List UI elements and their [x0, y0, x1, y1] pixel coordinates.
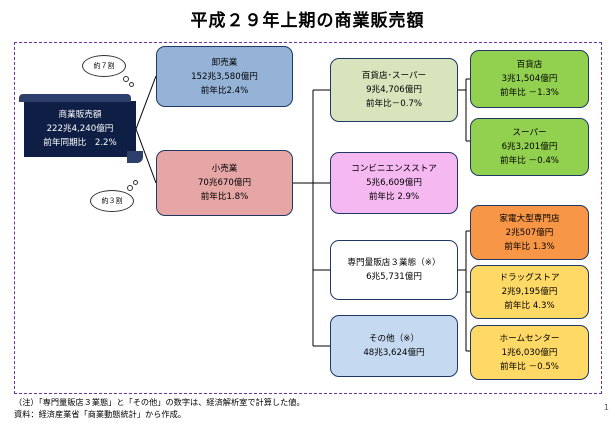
node-label: 百貨店･スーパー — [361, 71, 427, 81]
node-appliance-store: 家電大型専門店 2兆507億円 前年比 1.3% — [470, 205, 589, 260]
node-value: 5兆6,609億円 — [366, 178, 422, 188]
page-title: 平成２９年上期の商業販売額 — [190, 11, 425, 31]
node-label: その他（※） — [368, 334, 420, 344]
diagram-frame — [14, 42, 602, 394]
node-commercial-sales: 商業販売額 222兆4,240億円 前年同期比 2.2% — [19, 94, 143, 163]
node-value: 6兆3,201億円 — [501, 142, 558, 152]
node-label: ホームセンター — [499, 333, 560, 344]
node-label: 卸売業 — [211, 57, 238, 68]
node-change: 前年比 2.9% — [368, 192, 420, 202]
page-number: 1 — [603, 403, 609, 412]
node-label: スーパー — [512, 128, 547, 138]
node-retail: 小売業 70兆670億円 前年比1.8% — [156, 150, 293, 216]
node-value: 6兆5,731億円 — [366, 272, 422, 282]
node-department-store: 百貨店 3兆1,504億円 前年比 －1.3% — [470, 50, 589, 108]
node-change: 前年比 －0.5% — [500, 361, 559, 372]
node-value: 2兆507億円 — [505, 227, 554, 238]
footnote: （注）「専門量販店３業態」と「その他」の数字は、経済解析室で計算した値。 — [14, 397, 305, 407]
node-value: 2兆9,195億円 — [501, 287, 558, 297]
node-label: 家電大型専門店 — [499, 213, 560, 224]
node-change: 前年比 4.3% — [504, 301, 555, 311]
callout-upper-label: 約７割 — [93, 62, 115, 70]
node-value: 152兆3,580億円 — [191, 71, 258, 82]
node-change: 前年比 1.3% — [504, 241, 555, 252]
node-value: 70兆670億円 — [197, 178, 252, 188]
node-specialty: 専門量販店３業態（※） 6兆5,731億円 — [330, 240, 458, 300]
node-value: 48兆3,624億円 — [363, 348, 425, 358]
node-change: 前年比 －1.3% — [500, 88, 559, 98]
node-value: 1兆6,030億円 — [501, 347, 558, 358]
node-other: その他（※） 48兆3,624億円 — [330, 315, 458, 377]
node-label: 商業販売額 — [58, 110, 102, 120]
callout-lower-label: 約３割 — [101, 197, 123, 205]
node-label: ドラッグストア — [499, 273, 560, 283]
node-value: 3兆1,504億円 — [501, 74, 558, 84]
connector-root-retail — [135, 128, 157, 184]
node-home-center: ホームセンター 1兆6,030億円 前年比 －0.5% — [470, 325, 589, 380]
callout-bubble — [123, 76, 129, 82]
source-note: 資料：経済産業省「商業動態統計」から作成。 — [14, 409, 186, 419]
node-change: 前年比1.8% — [200, 192, 249, 202]
node-supermarket: スーパー 6兆3,201億円 前年比 －0.4% — [470, 118, 589, 176]
callout-lower: 約３割 — [90, 180, 138, 212]
node-label: 小売業 — [211, 164, 238, 174]
callout-upper: 約７割 — [82, 55, 134, 87]
node-change: 前年比 －0.4% — [500, 156, 559, 166]
node-label: 百貨店 — [516, 60, 543, 70]
node-dept-super: 百貨店･スーパー 9兆4,706億円 前年比－0.7% — [330, 58, 458, 122]
node-value: 9兆4,706億円 — [366, 85, 422, 95]
node-drugstore: ドラッグストア 2兆9,195億円 前年比 4.3% — [470, 265, 589, 319]
node-change: 前年比－0.7% — [365, 99, 423, 109]
callout-bubble — [129, 82, 134, 87]
callout-bubble — [127, 185, 133, 191]
node-value: 222兆4,240億円 — [46, 124, 114, 134]
connector-root-wholesale — [135, 75, 157, 130]
node-change: 前年比2.4% — [200, 85, 249, 96]
node-convenience: コンビニエンスストア 5兆6,609億円 前年比 2.9% — [330, 152, 458, 214]
callout-bubble — [133, 180, 138, 185]
node-label: 専門量販店３業態（※） — [347, 258, 441, 268]
node-label: コンビニエンスストア — [351, 164, 437, 174]
node-wholesale: 卸売業 152兆3,580億円 前年比2.4% — [156, 46, 293, 107]
node-change: 前年同期比 2.2% — [43, 138, 117, 148]
